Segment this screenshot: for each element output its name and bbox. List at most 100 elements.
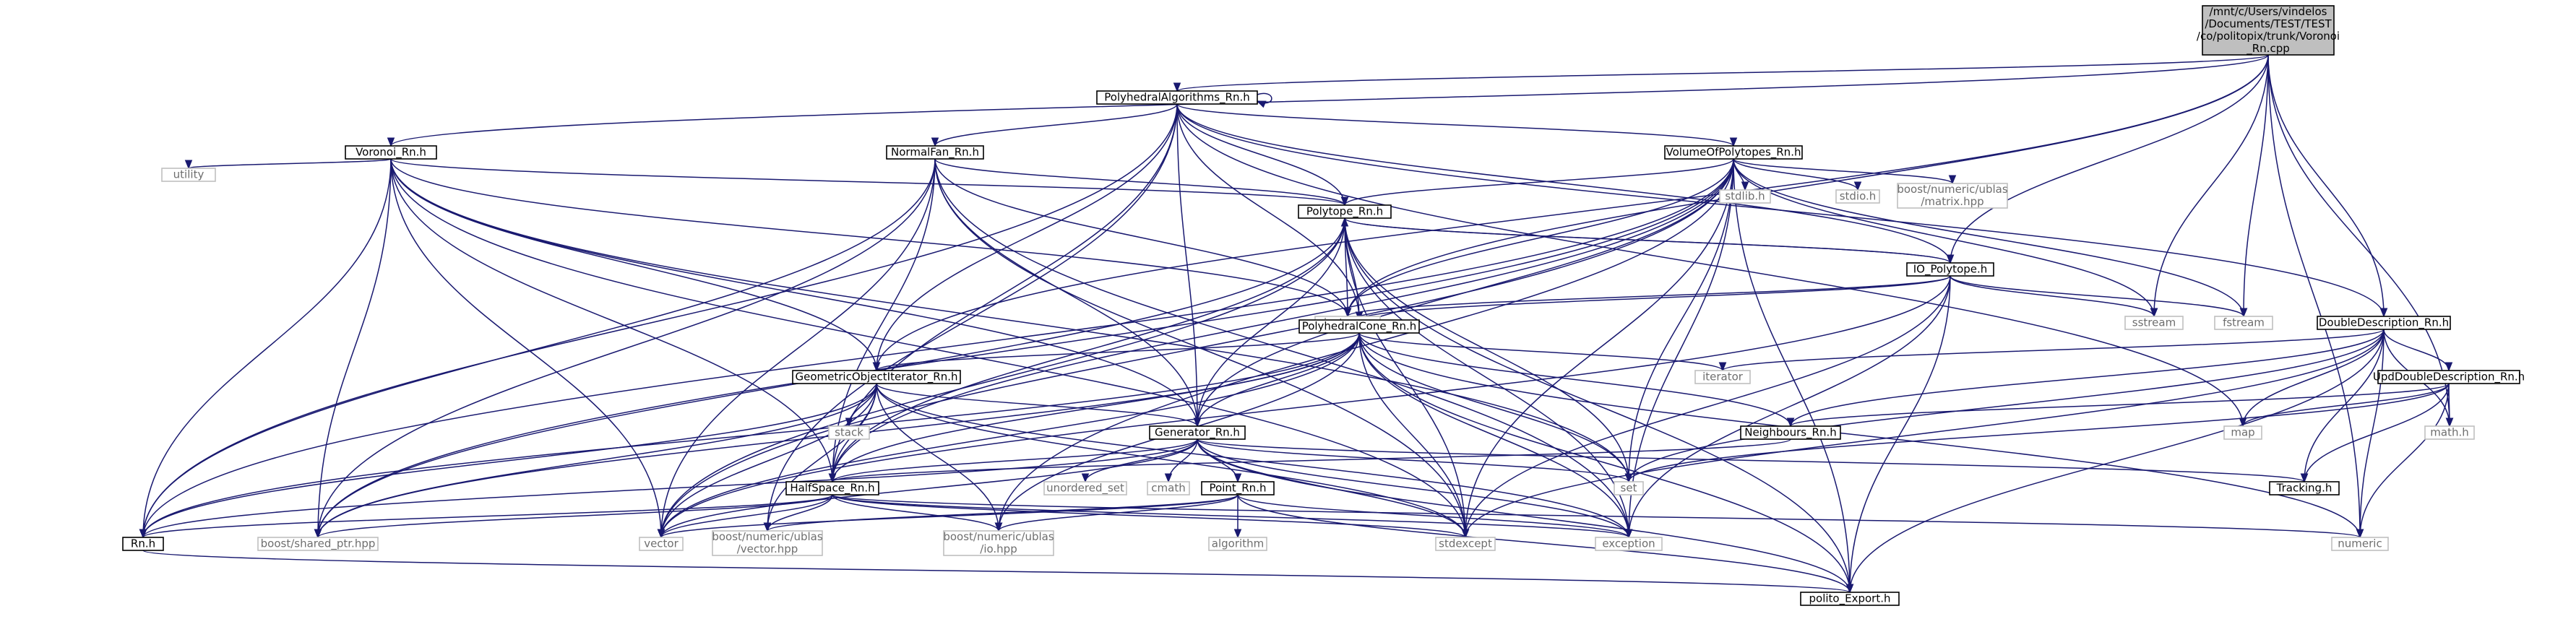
edge-line [2243, 54, 2269, 317]
node-label: boost/numeric/ublas [943, 530, 1054, 543]
node-label: stack [835, 426, 863, 439]
edge-line [1344, 158, 1734, 206]
node-label: Rn.h [131, 537, 155, 550]
node-label: NormalFan_Rn.h [891, 146, 979, 160]
node-polyalg[interactable]: PolyhedralAlgorithms_Rn.h [1096, 90, 1258, 105]
node-dd[interactable]: DoubleDescription_Rn.h [2317, 316, 2451, 330]
edge-polyalg-to-dd [1176, 103, 2388, 318]
edge-line [142, 158, 1734, 538]
node-cmath: cmath [1147, 481, 1190, 495]
edge-line [1849, 329, 2385, 593]
node-box [2331, 537, 2389, 551]
arrow-head [1741, 181, 1749, 191]
node-label: boost/shared_ptr.hpp [261, 537, 376, 551]
edge-line [876, 54, 2269, 371]
edge-line [934, 103, 1178, 147]
arrow-head [1340, 217, 1349, 227]
node-voronoi[interactable]: Voronoi_Rn.h [345, 145, 437, 160]
edge-halfspace-to-stdexcept [832, 494, 1470, 539]
node-map: map [2223, 425, 2262, 440]
arrow-head [1173, 82, 1181, 92]
node-volume[interactable]: VolumeOfPolytopes_Rn.h [1664, 145, 1803, 160]
node-label: utility [173, 168, 204, 181]
node-box [2269, 481, 2340, 495]
arrow-head [2300, 473, 2309, 483]
edge-point-to-algorithm [1233, 495, 1242, 539]
edge-line [832, 438, 1791, 482]
edge-line [142, 158, 392, 538]
node-halfspace[interactable]: HalfSpace_Rn.h [785, 481, 879, 495]
edge-line [876, 103, 1178, 371]
node-matrix: boost/numeric/ublas/matrix.hpp [1897, 183, 2008, 209]
node-generator[interactable]: Generator_Rn.h [1149, 425, 1246, 440]
arrow-head [2379, 308, 2388, 318]
node-tracking[interactable]: Tracking.h [2269, 481, 2340, 495]
edge-line [1344, 217, 1851, 593]
edge-generator-to-halfspace [828, 438, 1198, 483]
edge-line [767, 494, 1239, 532]
edge-line [998, 494, 1239, 532]
node-box [1595, 537, 1663, 551]
node-export[interactable]: polito_Export.h [1800, 592, 1900, 606]
node-polytope[interactable]: Polytope_Rn.h [1298, 204, 1392, 219]
edge-line [390, 158, 833, 482]
edge-line [1197, 438, 1629, 482]
node-label: numeric [2338, 537, 2382, 550]
node-box [257, 537, 379, 551]
edge-line [1358, 332, 1629, 482]
edge-line [1358, 332, 1791, 427]
edge-line [767, 383, 877, 532]
node-label: /vector.hpp [737, 542, 798, 555]
node-rn[interactable]: Rn.h [122, 537, 164, 551]
node-root[interactable]: /mnt/c/Users/vindelos/Documents/TEST/TES… [2197, 5, 2340, 56]
arrow-head [2239, 308, 2248, 318]
edge-goi-to-vector [657, 383, 877, 539]
arrow-head [1256, 100, 1267, 108]
edge-line [1197, 438, 2305, 482]
node-box [1435, 537, 1496, 551]
edge-line [317, 158, 1734, 538]
arrow-head [2150, 308, 2158, 318]
edge-line [2383, 329, 2450, 371]
edge-line [832, 494, 1629, 538]
node-neighbours[interactable]: Neighbours_Rn.h [1740, 425, 1841, 440]
node-goi[interactable]: GeometricObjectIterator_Rn.h [792, 370, 961, 384]
node-label: algorithm [1212, 537, 1264, 550]
node-box [122, 537, 164, 551]
node-updd[interactable]: UpdDoubleDescription_Rn.h [2373, 370, 2525, 384]
edge-generator-to-cmath [1164, 438, 1198, 483]
node-iterator: iterator [1694, 370, 1751, 384]
node-box [2202, 5, 2335, 56]
edge-line [934, 158, 1348, 317]
edge-line [1733, 158, 2155, 317]
node-box [1149, 425, 1246, 440]
node-layer: /mnt/c/Users/vindelos/Documents/TEST/TES… [122, 5, 2525, 606]
edge-line [876, 383, 999, 532]
node-ublas-io: boost/numeric/ublas/io.hpp [943, 530, 1054, 556]
arrow-head [763, 522, 772, 532]
node-label: HalfSpace_Rn.h [790, 482, 874, 495]
edge-io-poly-to-iostream [1343, 275, 1951, 318]
node-io-poly[interactable]: IO_Polytope.h [1906, 262, 1994, 277]
node-label: /Documents/TEST/TEST [2205, 17, 2332, 30]
edge-normfan-to-shared-ptr [314, 158, 936, 539]
edge-line [1950, 275, 2244, 317]
edge-line [832, 438, 1198, 482]
node-cone[interactable]: PolyhedralCone_Rn.h [1298, 319, 1420, 334]
edge-line [1733, 158, 1953, 184]
node-normfan[interactable]: NormalFan_Rn.h [886, 145, 984, 160]
edge-cone-to-iterator [1358, 332, 1727, 372]
edge-polytope-to-exception [1344, 217, 1633, 539]
edge-line [1358, 332, 1851, 593]
edge-line [1465, 158, 1734, 538]
edge-root-to-goi [872, 54, 2269, 372]
edge-line [188, 158, 392, 169]
arrow-head [1340, 196, 1349, 207]
node-box [1906, 262, 1994, 277]
edge-line [142, 550, 1851, 593]
node-point[interactable]: Point_Rn.h [1201, 481, 1275, 495]
edge-line [2267, 54, 2385, 317]
edge-cone-to-goi [872, 332, 1360, 372]
edge-line [1358, 332, 2361, 538]
node-label: GeometricObjectIterator_Rn.h [795, 371, 957, 384]
